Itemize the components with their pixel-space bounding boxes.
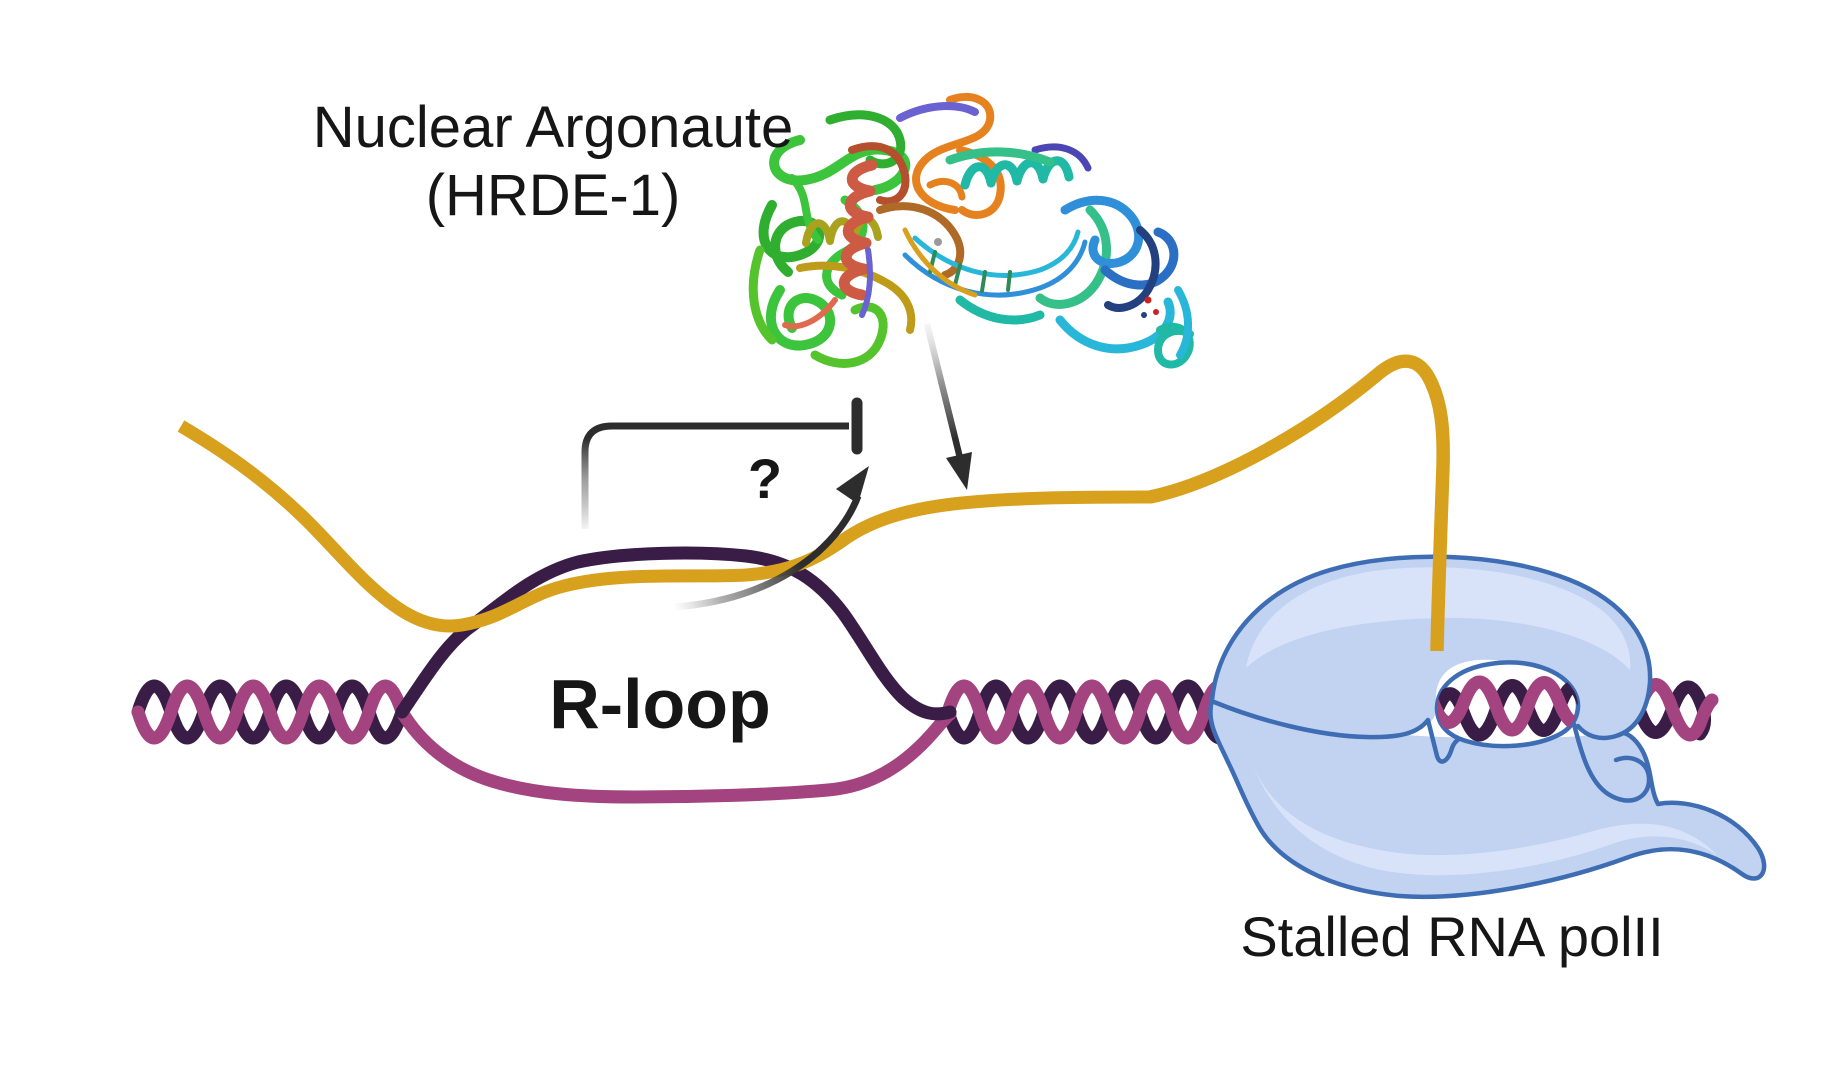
argonaute-label-line1: Nuclear Argonaute	[312, 95, 794, 160]
polymerase-hook-line	[1571, 721, 1652, 803]
stalled-polii-label: Stalled RNA polII	[1240, 905, 1664, 968]
rna-polymerase	[1208, 554, 1767, 900]
dna-double-helix-middle	[941, 679, 1243, 745]
inhibition-arrow	[581, 397, 863, 529]
polymerase-lower-highlight	[1252, 762, 1718, 876]
dna-strand-magenta	[1436, 675, 1578, 737]
rloop-label: R-loop	[549, 665, 771, 743]
question-arrow	[673, 466, 869, 611]
argonaute-label: Nuclear Argonaute (HRDE-1)	[253, 94, 853, 230]
rna-strand	[177, 420, 1153, 633]
question-arrowhead	[836, 466, 869, 504]
dna-inside-polymerase	[1436, 675, 1578, 742]
polymerase-upper-outline	[1209, 554, 1653, 741]
dna-strand-dark	[941, 679, 1243, 745]
binding-arrow	[923, 323, 972, 490]
polymerase-lower-outline	[1208, 697, 1767, 900]
protein-structure	[748, 92, 1194, 369]
rloop-bottom-strand	[395, 705, 957, 804]
polymerase-upper-highlight	[1246, 567, 1631, 670]
dna-strand-magenta	[131, 679, 409, 745]
argonaute-label-line2: (HRDE-1)	[425, 163, 681, 228]
dna-double-helix-left	[131, 679, 409, 745]
polymerase-cleft-line	[1211, 699, 1475, 764]
binding-arrowhead	[946, 452, 972, 490]
rna-strand-tail	[1148, 354, 1450, 652]
dna-strand-magenta	[941, 679, 1243, 745]
question-mark: ?	[747, 447, 783, 510]
